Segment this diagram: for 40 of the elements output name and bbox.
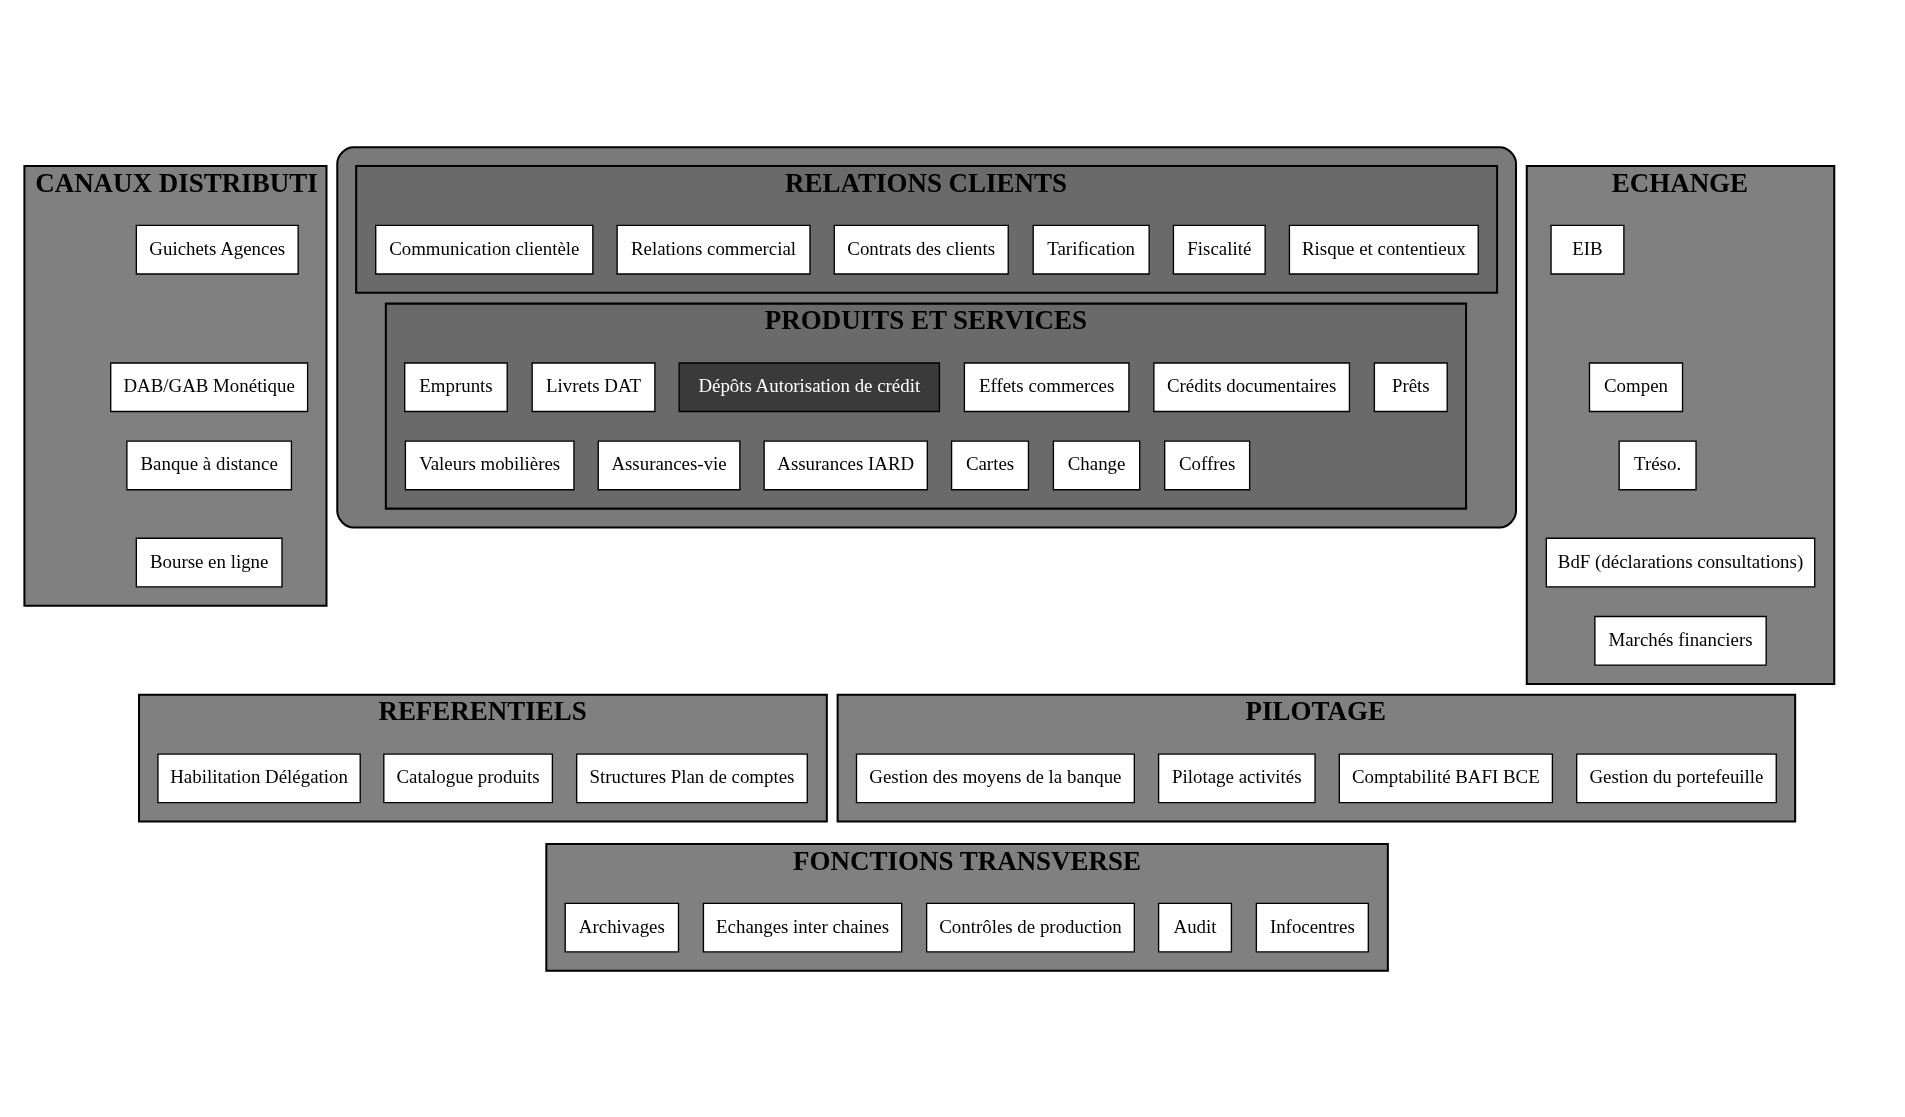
node-box: Assurances-vie [597,440,741,490]
node-box: Risque et contentieux [1288,224,1479,275]
node-box: Archivages [564,902,680,953]
node-box: Coffres [1164,440,1251,490]
node-box: Marchés financiers [1594,615,1767,666]
node-box: Contrôles de production [925,902,1135,953]
node-box: Tréso. [1618,440,1697,490]
node-box: Infocentres [1255,902,1369,953]
node-box: Compen [1588,361,1684,412]
node-box: Gestion du portefeuille [1576,752,1777,803]
node-box: Habilitation Délégation [157,752,361,803]
node-box: Echanges inter chaines [702,902,903,953]
node-box: Crédits documentaires [1153,361,1351,412]
node-box: Guichets Agences [135,224,299,275]
node-box: Contrats des clients [833,224,1009,275]
node-box: Cartes [950,440,1030,490]
node-box: DAB/GAB Monétique [110,361,309,412]
node-box: BdF (déclarations consultations) [1545,537,1816,587]
node-box: Tarification [1032,224,1150,275]
node-box: Relations commercial [616,224,811,275]
node-box: Structures Plan de comptes [576,752,808,803]
node-box: Communication clientèle [375,224,594,275]
node-box: Dépôts Autorisation de crédit [678,361,941,412]
node-box: Livrets DAT [531,361,656,412]
node-box: Fiscalité [1172,224,1266,275]
node-box: EIB [1550,224,1625,275]
node-box: Catalogue produits [383,752,554,803]
cluster [336,145,1517,528]
node-box: Assurances IARD [763,440,928,490]
node-box: Prêts [1373,361,1448,412]
node-box: Audit [1157,902,1233,953]
node-box: Pilotage activités [1157,752,1316,803]
node-box: Emprunts [404,361,508,412]
node-box: Comptabilité BAFI BCE [1338,752,1554,803]
node-box: Gestion des moyens de la banque [855,752,1135,803]
node-box: Valeurs mobilières [404,440,575,490]
node-box: Effets commerces [963,361,1130,412]
node-box: Change [1052,440,1141,490]
node-box: Bourse en ligne [135,537,283,587]
node-box: Banque à distance [126,440,293,490]
